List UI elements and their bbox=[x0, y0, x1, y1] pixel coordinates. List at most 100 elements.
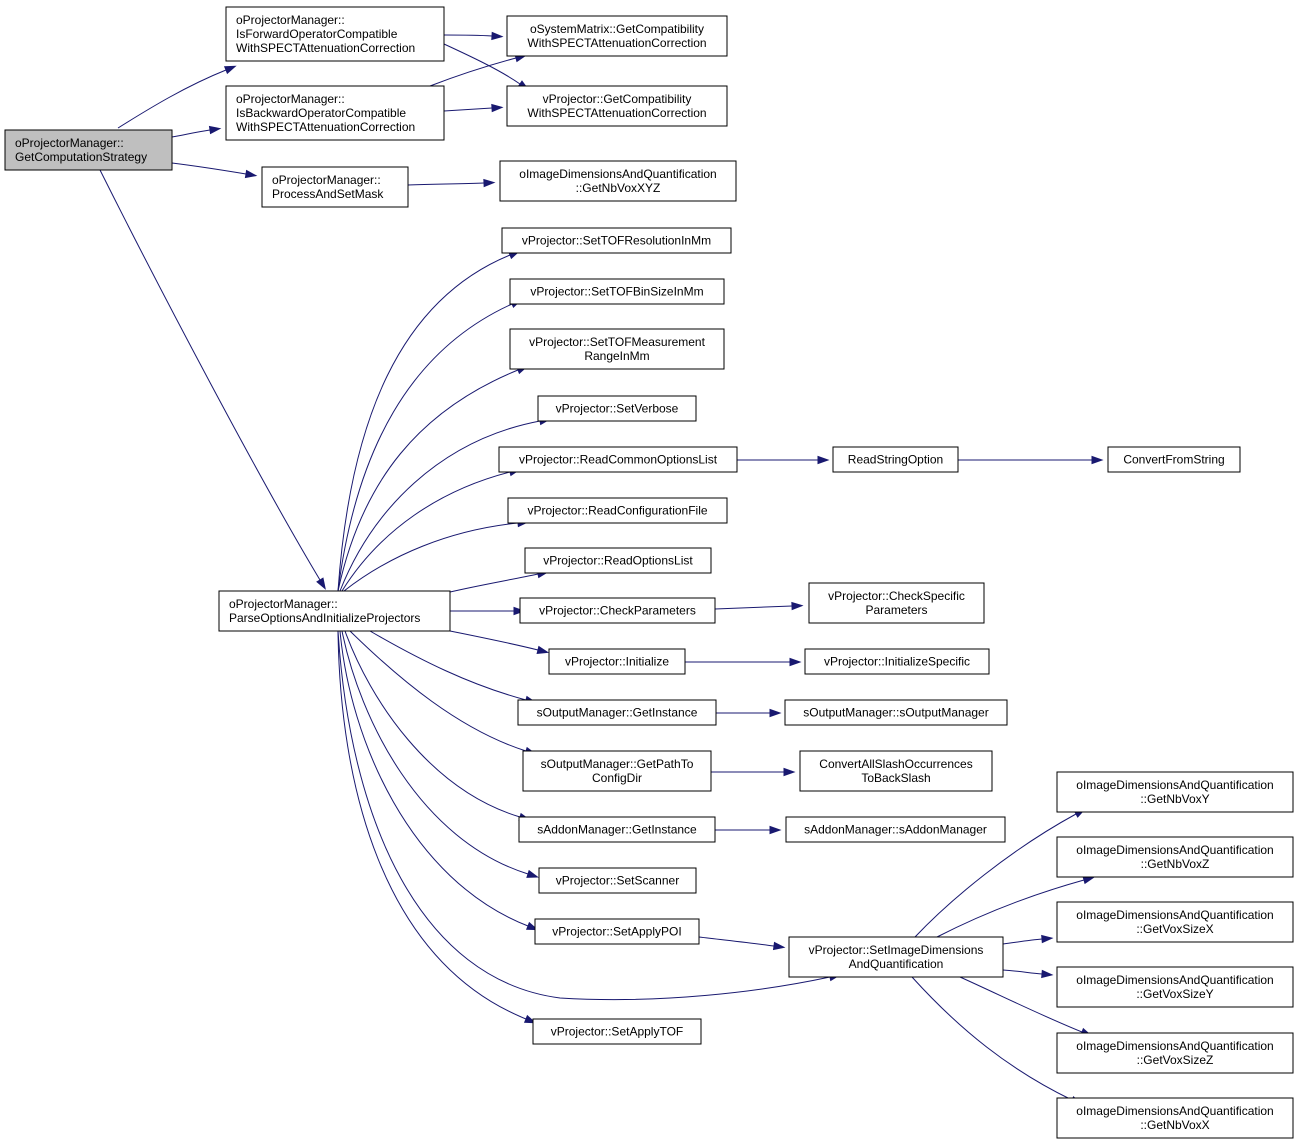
node-parse[interactable]: oProjectorManager::ParseOptionsAndInitia… bbox=[218, 590, 451, 632]
node-addoninst[interactable]: sAddonManager::GetInstance bbox=[518, 816, 716, 843]
node-tofbin[interactable]: vProjector::SetTOFBinSizeInMm bbox=[509, 278, 725, 305]
edge-isfwd-to-sysmat bbox=[443, 31, 504, 41]
node-label-line: vProjector::ReadOptionsList bbox=[543, 554, 693, 568]
edge-root-to-isbwd bbox=[171, 125, 222, 138]
node-poi[interactable]: vProjector::SetApplyPOI bbox=[534, 918, 700, 945]
node-label-line: vProjector::GetCompatibility bbox=[543, 92, 692, 106]
node-tof[interactable]: vProjector::SetApplyTOF bbox=[532, 1018, 702, 1045]
node-isbwd[interactable]: oProjectorManager::IsBackwardOperatorCom… bbox=[225, 85, 445, 141]
node-label-line: vProjector::SetApplyPOI bbox=[552, 925, 681, 939]
edge-outinst-to-outctor bbox=[716, 708, 782, 718]
edge-setimgdim-to-nbvoxx bbox=[911, 976, 1083, 1106]
edge-readcommon-to-readstr bbox=[736, 455, 830, 465]
node-vproj-compat[interactable]: vProjector::GetCompatibilityWithSPECTAtt… bbox=[506, 85, 728, 127]
node-voxsz[interactable]: oImageDimensionsAndQuantification::GetVo… bbox=[1056, 1032, 1294, 1074]
node-nbvoxz[interactable]: oImageDimensionsAndQuantification::GetNb… bbox=[1056, 836, 1294, 878]
node-nbvoxxyz[interactable]: oImageDimensionsAndQuantification::GetNb… bbox=[499, 160, 737, 202]
edge-parse-to-tof bbox=[337, 630, 537, 1024]
node-label-line: oSystemMatrix::GetCompatibility bbox=[530, 22, 704, 36]
node-setimgdim[interactable]: vProjector::SetImageDimensionsAndQuantif… bbox=[788, 936, 1004, 978]
node-label-line: vProjector::SetVerbose bbox=[556, 402, 679, 416]
node-label-line: sOutputManager::GetInstance bbox=[537, 706, 698, 720]
node-verbose[interactable]: vProjector::SetVerbose bbox=[537, 395, 697, 422]
node-label-line: GetComputationStrategy bbox=[15, 150, 147, 164]
nodes-layer: oProjectorManager::GetComputationStrateg… bbox=[4, 6, 1294, 1139]
node-label-line: WithSPECTAttenuationCorrection bbox=[527, 36, 706, 50]
node-outinst[interactable]: sOutputManager::GetInstance bbox=[517, 699, 717, 726]
node-label-line: ::GetNbVoxX bbox=[1140, 1118, 1209, 1132]
node-label-line: ConvertFromString bbox=[1123, 453, 1224, 467]
node-label-line: oImageDimensionsAndQuantification bbox=[1076, 908, 1273, 922]
edge-checkparams-to-checkspec bbox=[714, 601, 804, 611]
node-readstr[interactable]: ReadStringOption bbox=[832, 446, 959, 473]
node-label-line: ParseOptionsAndInitializeProjectors bbox=[229, 611, 420, 625]
node-initspec[interactable]: vProjector::InitializeSpecific bbox=[804, 648, 990, 675]
node-label-line: vProjector::SetScanner bbox=[556, 874, 679, 888]
edge-parse-to-checkparams bbox=[450, 606, 526, 616]
edge-poi-to-setimgdim bbox=[698, 936, 786, 951]
node-readopts[interactable]: vProjector::ReadOptionsList bbox=[524, 547, 712, 574]
edge-readstr-to-convfrom bbox=[957, 455, 1104, 465]
node-label-line: IsBackwardOperatorCompatible bbox=[236, 106, 406, 120]
node-label-line: WithSPECTAttenuationCorrection bbox=[236, 120, 415, 134]
node-label-line: oProjectorManager:: bbox=[272, 173, 381, 187]
node-label-line: oImageDimensionsAndQuantification bbox=[1076, 973, 1273, 987]
node-label-line: ProcessAndSetMask bbox=[272, 187, 384, 201]
node-label-line: oImageDimensionsAndQuantification bbox=[1076, 1039, 1273, 1053]
edge-isbwd-to-vproj_compat bbox=[443, 103, 504, 113]
node-addonctor[interactable]: sAddonManager::sAddonManager bbox=[785, 816, 1006, 843]
node-label-line: ::GetVoxSizeZ bbox=[1137, 1053, 1214, 1067]
node-isfwd[interactable]: oProjectorManager::IsForwardOperatorComp… bbox=[225, 6, 445, 62]
node-label-line: sOutputManager::sOutputManager bbox=[803, 706, 988, 720]
node-label-line: vProjector::InitializeSpecific bbox=[824, 655, 970, 669]
node-sysmat[interactable]: oSystemMatrix::GetCompatibilityWithSPECT… bbox=[506, 15, 728, 57]
node-label-line: vProjector::ReadCommonOptionsList bbox=[519, 453, 718, 467]
node-label-line: vProjector::SetTOFMeasurement bbox=[529, 335, 706, 349]
node-label-line: oProjectorManager:: bbox=[236, 92, 345, 106]
node-label-line: oProjectorManager:: bbox=[236, 13, 345, 27]
node-label-line: ConfigDir bbox=[592, 771, 642, 785]
edge-root-to-procmask bbox=[171, 162, 258, 179]
node-root: oProjectorManager::GetComputationStrateg… bbox=[4, 129, 173, 171]
node-label-line: ::GetVoxSizeX bbox=[1136, 922, 1213, 936]
edge-parse-to-outinst bbox=[369, 630, 538, 704]
node-label-line: vProjector::CheckSpecific bbox=[828, 589, 965, 603]
node-label-line: ::GetVoxSizeY bbox=[1136, 987, 1213, 1001]
edge-setimgdim-to-voxsx bbox=[1002, 934, 1054, 945]
edge-parse-to-readconf bbox=[343, 518, 530, 592]
node-label-line: vProjector::CheckParameters bbox=[539, 604, 696, 618]
node-label-line: Parameters bbox=[865, 603, 927, 617]
node-voxsy[interactable]: oImageDimensionsAndQuantification::GetVo… bbox=[1056, 966, 1294, 1008]
node-label-line: ToBackSlash bbox=[861, 771, 930, 785]
node-readconf[interactable]: vProjector::ReadConfigurationFile bbox=[507, 497, 728, 524]
edge-parse-to-poi bbox=[339, 630, 539, 931]
edge-setimgdim-to-voxsy bbox=[1002, 969, 1054, 979]
edge-parse-to-init bbox=[449, 630, 550, 654]
node-label-line: vProjector::SetTOFBinSizeInMm bbox=[530, 285, 703, 299]
edge-parse-to-readcommon bbox=[341, 468, 522, 592]
edge-parse-to-readopts bbox=[449, 569, 550, 593]
node-label-line: oImageDimensionsAndQuantification bbox=[1076, 843, 1273, 857]
node-voxsx[interactable]: oImageDimensionsAndQuantification::GetVo… bbox=[1056, 901, 1294, 943]
node-label-line: RangeInMm bbox=[584, 349, 649, 363]
node-tofres[interactable]: vProjector::SetTOFResolutionInMm bbox=[501, 227, 732, 254]
node-nbvoxx[interactable]: oImageDimensionsAndQuantification::GetNb… bbox=[1056, 1097, 1294, 1139]
node-init[interactable]: vProjector::Initialize bbox=[548, 648, 686, 675]
node-procmask[interactable]: oProjectorManager::ProcessAndSetMask bbox=[261, 166, 409, 208]
node-label-line: oImageDimensionsAndQuantification bbox=[1076, 778, 1273, 792]
node-label-line: IsForwardOperatorCompatible bbox=[236, 27, 398, 41]
edge-root-to-parse bbox=[99, 169, 326, 590]
node-readcommon[interactable]: vProjector::ReadCommonOptionsList bbox=[498, 446, 738, 473]
node-outctor[interactable]: sOutputManager::sOutputManager bbox=[784, 699, 1008, 726]
node-nbvoxy[interactable]: oImageDimensionsAndQuantification::GetNb… bbox=[1056, 771, 1294, 813]
edge-parse-to-tofbin bbox=[337, 299, 523, 592]
edge-parse-to-addoninst bbox=[344, 630, 532, 821]
node-checkparams[interactable]: vProjector::CheckParameters bbox=[519, 597, 716, 624]
node-convfrom[interactable]: ConvertFromString bbox=[1107, 446, 1241, 473]
node-scanner[interactable]: vProjector::SetScanner bbox=[538, 867, 697, 894]
